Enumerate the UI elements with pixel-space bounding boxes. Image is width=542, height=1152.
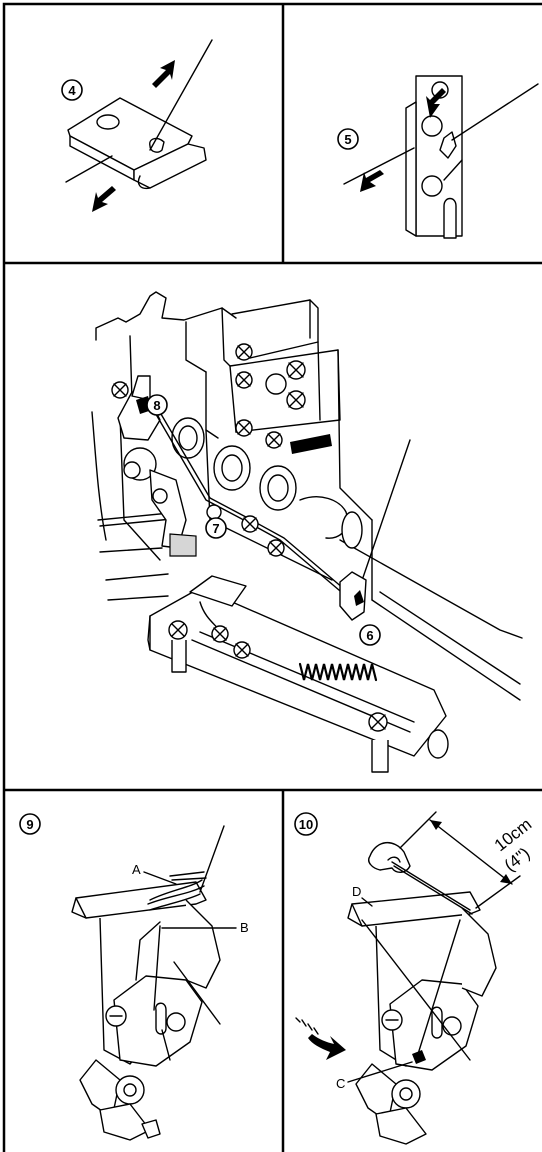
panel-step-4: 4 <box>61 39 213 212</box>
label-d: D <box>352 884 361 899</box>
step-4-marker: 4 <box>61 79 83 101</box>
step-4-number: 4 <box>68 83 76 98</box>
panel-main-threading: 6 7 8 <box>91 291 523 773</box>
step-7-marker: 7 <box>205 517 227 539</box>
direction-arrow-icon <box>92 60 175 212</box>
thread-hook <box>339 571 367 621</box>
step-5-marker: 5 <box>337 128 359 150</box>
label-a-callout: A <box>132 862 177 885</box>
step-10-number: 10 <box>299 817 313 832</box>
hand-icon <box>368 842 411 873</box>
step-7-number: 7 <box>212 521 219 536</box>
dimension-metric: 10cm <box>491 815 535 856</box>
step-8-number: 8 <box>153 398 160 413</box>
label-b: B <box>240 920 249 935</box>
looper-mechanism <box>71 881 221 1141</box>
thread-eyelet <box>171 417 363 549</box>
step-10-marker: 10 <box>294 812 318 836</box>
label-d-callout: D <box>352 884 373 907</box>
panel-step-5: 5 <box>337 75 539 239</box>
machine-housing <box>91 291 523 701</box>
step-9-marker: 9 <box>19 813 41 835</box>
thread-line <box>149 401 411 599</box>
thread-line <box>147 825 225 1025</box>
thread-line <box>361 861 473 1061</box>
base-rail <box>147 575 449 773</box>
thread-roller <box>206 504 285 557</box>
looper-mechanism <box>347 891 497 1145</box>
compression-spring <box>298 662 378 682</box>
label-a: A <box>132 862 141 877</box>
panel-step-9: 9 A <box>19 813 249 1141</box>
tension-wedge <box>290 434 332 454</box>
label-c-callout: C <box>336 1061 413 1091</box>
thread-line <box>65 39 213 183</box>
step-9-number: 9 <box>26 817 33 832</box>
step-6-number: 6 <box>366 628 373 643</box>
step-5-number: 5 <box>344 132 351 147</box>
label-b-callout: B <box>161 920 249 935</box>
direction-arrow-icon <box>360 88 446 192</box>
label-c: C <box>336 1076 345 1091</box>
panel-step-10: 10 <box>294 811 535 1145</box>
screw-icon <box>111 343 306 449</box>
thread-line <box>343 83 539 185</box>
step-8-marker: 8 <box>146 394 168 416</box>
thread-guide-plate <box>67 97 207 190</box>
step-6-marker: 6 <box>359 624 381 646</box>
rotation-arrow-icon <box>295 1017 346 1060</box>
